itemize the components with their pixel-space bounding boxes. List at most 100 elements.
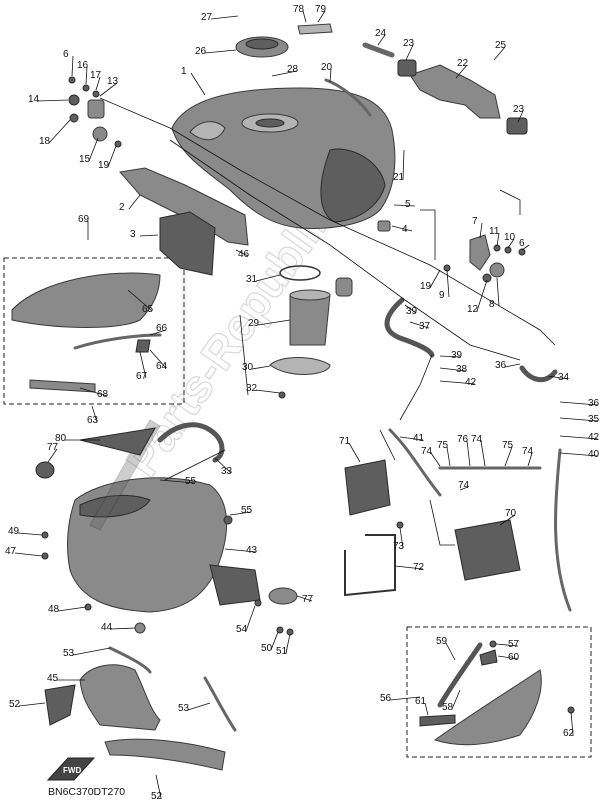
callout-c51: 51 <box>276 633 291 657</box>
callout-number: 21 <box>393 172 405 183</box>
callout-c55b: 55 <box>229 505 253 516</box>
callout-number: 11 <box>489 226 500 237</box>
callout-c50: 50 <box>261 631 279 654</box>
hose-37 <box>384 297 435 358</box>
callout-leader <box>79 387 108 397</box>
callout-number: 4 <box>402 224 408 235</box>
callout-number: 2 <box>119 202 125 213</box>
callout-leader <box>559 401 599 406</box>
callout-c21: 21 <box>393 149 405 183</box>
callout-leader <box>72 647 111 656</box>
callout-leader <box>424 702 429 716</box>
callout-c57: 57 <box>495 639 520 650</box>
callout-leader <box>499 514 516 526</box>
callout-c49: 49 <box>8 526 43 537</box>
callout-leader <box>504 446 513 467</box>
callout-number: 74 <box>522 446 534 457</box>
callout-number: 59 <box>436 636 448 647</box>
callout-c13: 13 <box>99 76 119 97</box>
callout-number: 31 <box>246 274 258 285</box>
callout-c48: 48 <box>48 604 87 615</box>
callout-c74c: 74 <box>522 446 534 467</box>
callout-leader <box>476 279 488 312</box>
callout-leader <box>446 269 450 298</box>
callout-c35: 35 <box>559 414 600 425</box>
callout-leader <box>187 702 211 711</box>
callout-number: 36 <box>588 398 600 409</box>
damper-4-part <box>377 220 391 232</box>
callout-c28: 28 <box>271 64 299 77</box>
callout-number: 32 <box>246 383 258 394</box>
callout-c39b: 39 <box>439 350 463 361</box>
callout-number: 66 <box>156 323 168 334</box>
callout-leader <box>255 274 281 282</box>
callout-leader <box>251 365 271 370</box>
callout-number: 3 <box>130 229 136 240</box>
callout-leader <box>190 72 206 96</box>
pad-part <box>159 211 216 276</box>
callout-leader <box>439 380 476 385</box>
callout-c26: 26 <box>195 46 237 57</box>
callout-c80: 80 <box>55 433 100 444</box>
callout-number: 25 <box>495 40 507 51</box>
callout-number: 6 <box>519 238 525 249</box>
callout-c47: 47 <box>5 546 43 557</box>
callout-c9: 9 <box>439 269 450 301</box>
callout-leader <box>348 442 361 463</box>
callout-number: 9 <box>439 290 445 301</box>
callout-c11: 11 <box>489 226 500 247</box>
callout-number: 33 <box>221 466 233 477</box>
callout-leader <box>389 696 421 701</box>
callout-number: 39 <box>406 306 418 317</box>
callout-c63: 63 <box>87 405 99 426</box>
callout-number: 65 <box>142 304 154 315</box>
callout-c40: 40 <box>559 449 600 460</box>
callout-number: 24 <box>375 28 387 39</box>
callout-c31: 31 <box>246 274 281 285</box>
callout-leader <box>559 435 599 440</box>
callout-number: 1 <box>181 66 187 77</box>
callout-leader <box>88 137 99 162</box>
callout-leader <box>430 452 441 467</box>
callout-leader <box>547 375 569 380</box>
callout-number: 47 <box>5 546 17 557</box>
callout-c32: 32 <box>246 383 281 394</box>
callout-number: 22 <box>457 58 469 69</box>
callout-c78: 78 <box>293 4 307 23</box>
callout-number: 63 <box>87 415 99 426</box>
callout-number: 74 <box>421 446 433 457</box>
callout-leader <box>570 711 574 736</box>
callout-leader <box>47 448 58 463</box>
callout-c74a: 74 <box>421 446 441 467</box>
callout-c43: 43 <box>224 545 258 556</box>
callout-c76: 76 <box>457 434 471 467</box>
callout-number: 49 <box>8 526 20 537</box>
callout-number: 69 <box>78 214 90 225</box>
hose-34 <box>519 365 558 383</box>
callout-c39a: 39 <box>404 304 418 317</box>
callout-c64: 64 <box>149 349 168 372</box>
callout-leader <box>527 452 533 467</box>
callout-leader <box>559 452 599 457</box>
callout-leader <box>399 527 404 549</box>
callout-c3: 3 <box>130 229 159 240</box>
tank-shroud-part <box>35 419 298 636</box>
callout-c56: 56 <box>380 693 421 704</box>
callout-c52b: 52 <box>151 774 163 800</box>
forward-marker: FWD <box>46 757 96 781</box>
callout-number: 18 <box>39 136 51 147</box>
callout-number: 61 <box>415 696 427 707</box>
callout-c1: 1 <box>181 66 206 96</box>
rod-part <box>362 42 395 58</box>
callout-number: 54 <box>236 624 248 635</box>
callout-c2: 2 <box>119 194 141 213</box>
callout-c41: 41 <box>399 433 425 444</box>
side-cover-part <box>119 167 249 246</box>
callout-leader <box>149 329 167 336</box>
callout-number: 42 <box>465 377 477 388</box>
callout-c71: 71 <box>339 436 361 463</box>
callout-leader <box>409 321 430 329</box>
callout-leader <box>271 70 298 77</box>
callout-c60: 60 <box>497 652 520 663</box>
callout-leader <box>446 446 451 467</box>
